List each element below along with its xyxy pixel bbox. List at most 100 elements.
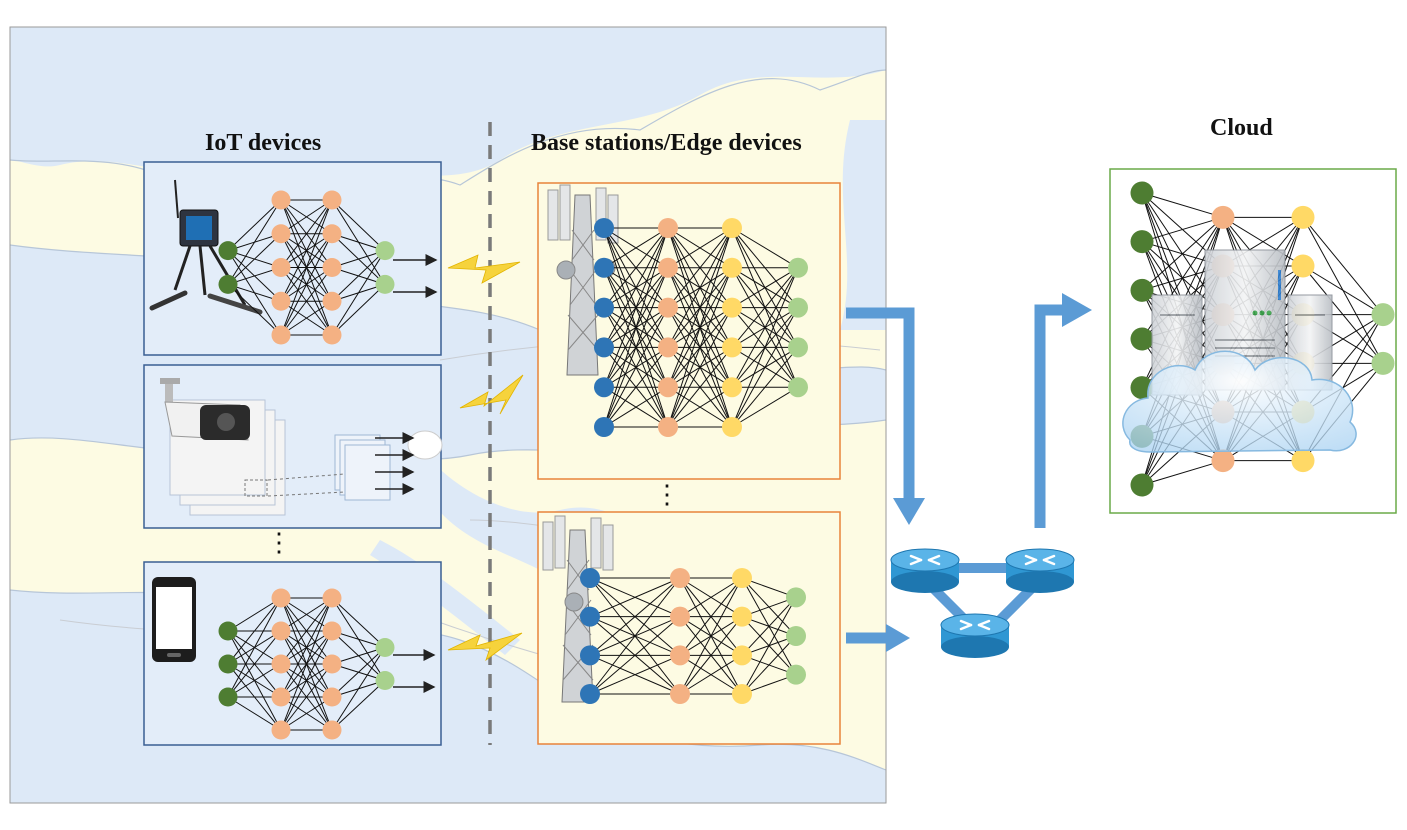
network-node [732,606,752,627]
network-edge [280,199,333,268]
network-edge [227,597,282,698]
network-edge [667,267,733,428]
network-node [271,621,291,641]
network-edge [280,199,333,235]
network-node [594,257,614,278]
network-node [788,257,808,278]
network-edge [603,227,669,348]
network-edge [731,267,799,348]
network-node [375,671,395,690]
wireless-links [447,254,524,662]
network-edge [280,696,333,731]
network-node [322,720,342,740]
network-edge [679,577,743,618]
network-node [1291,254,1315,278]
network-node [1130,181,1154,205]
network-edge [1302,217,1384,315]
network-edge [280,597,333,731]
network-edge [1302,265,1384,316]
network-node [1211,449,1235,473]
network-edge [603,347,669,428]
network-edge [667,386,733,428]
network-edge [1141,216,1224,291]
network-node [658,218,678,238]
network-node [218,654,238,674]
network-edge [603,227,669,388]
network-edge [331,647,386,731]
network-node [375,638,395,657]
iot-camera-icon [160,378,443,516]
network-edge [603,386,669,428]
network-edge [667,227,733,308]
network-edge [280,597,333,632]
network-edge [280,233,333,336]
network-edge [1141,216,1224,243]
network-edge [227,597,282,632]
network-node [788,377,808,398]
network-node [322,588,342,608]
network-edge [589,577,681,695]
network-edge [731,227,799,269]
network-node [322,621,342,641]
network-node [722,337,742,358]
network-node [658,417,678,437]
network-node [786,626,806,646]
network-node [670,684,690,704]
uplink-arrows [846,304,1065,644]
network-edge [603,227,669,308]
map-water-north [10,27,886,183]
network-edge [731,347,799,428]
uplink-arrowheads [886,293,1092,652]
network-node [722,417,742,437]
network-node [658,257,678,278]
network-node [1130,327,1154,351]
network-node [271,258,291,277]
network-node [594,337,614,358]
network-node [322,190,342,210]
network-edge [679,577,743,695]
network-edge [603,227,669,269]
network-node [322,325,342,345]
network-edge [667,307,733,428]
network-edge [331,284,386,336]
network-edge [280,663,333,731]
network-edge [280,300,333,336]
network-node [322,654,342,674]
iot-devices-label: IoT devices [205,130,322,156]
network-edge [667,347,733,428]
network-edge [667,227,733,428]
network-edge [741,596,797,656]
iot-phone-icon [152,577,196,662]
network-node [375,241,395,261]
network-node [594,218,614,238]
network-node [271,224,291,244]
network-node [670,645,690,666]
network-edge [227,199,282,251]
network-node [271,588,291,608]
network-edge [603,267,669,428]
network-edge [667,227,733,269]
lightning-bolt-icon [447,632,523,662]
edge-bottom-network [580,568,806,704]
iot-phone-network [218,588,395,740]
map-water-channel [840,120,886,330]
network-node [594,417,614,437]
network-node [271,325,291,345]
network-edge [280,199,333,302]
edge-devices-label: Base stations/Edge devices [531,130,802,156]
map-frame [9,26,887,804]
network-node [580,568,600,588]
network-edge [603,227,669,428]
network-node [322,687,342,707]
network-edge [1141,460,1224,486]
network-node [788,297,808,318]
network-edge [280,597,333,665]
router-icon [940,613,1010,658]
network-node [722,377,742,398]
network-node [670,568,690,588]
network-edge [731,267,799,428]
network-edge [589,616,681,695]
network-node [271,654,291,674]
network-node [722,257,742,278]
network-edge [331,199,386,251]
